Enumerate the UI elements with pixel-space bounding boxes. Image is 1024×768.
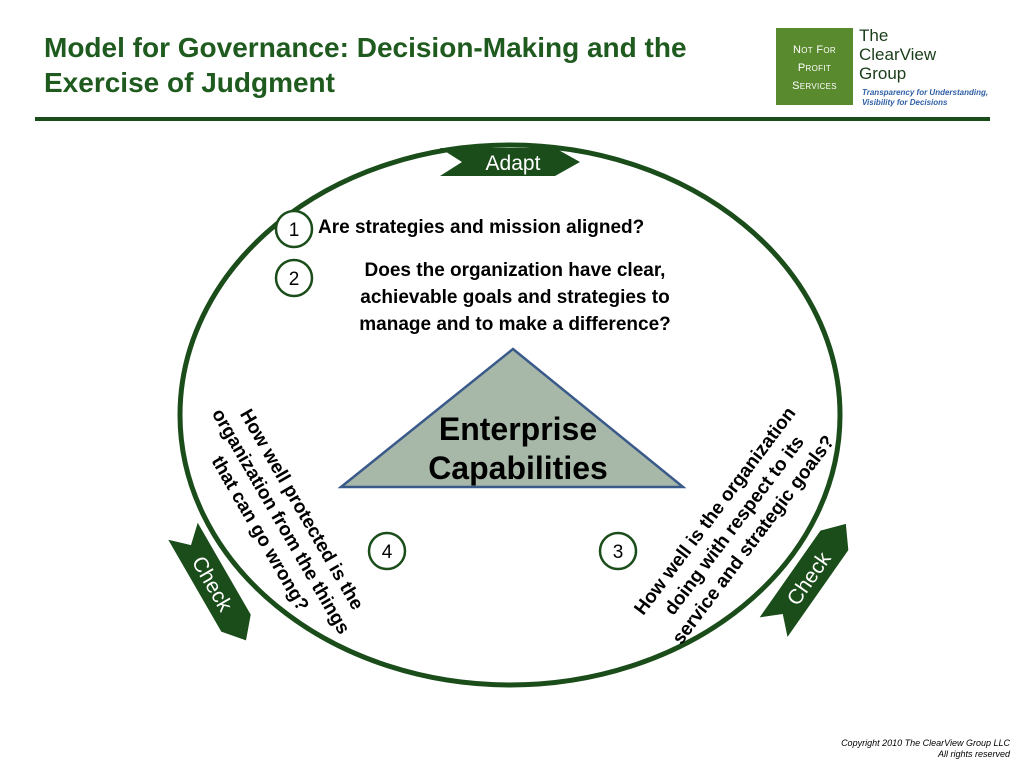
- adapt-arrow: Adapt: [440, 148, 580, 176]
- logo-name-line: The: [859, 26, 889, 45]
- logo-tagline: Transparency for Understanding, Visibili…: [862, 88, 1012, 108]
- cycle-ring: [177, 142, 843, 688]
- enterprise-capabilities-triangle: [337, 347, 687, 489]
- enterprise-capabilities-label: Enterprise Capabilities: [400, 410, 636, 488]
- tagline-line: Visibility for Decisions: [862, 98, 948, 107]
- number-badge-4: 4: [367, 531, 407, 571]
- logo-name-line: ClearView: [859, 45, 937, 64]
- question-2-text: Does the organization have clear, achiev…: [315, 257, 715, 338]
- number-badge-2: 2: [274, 258, 314, 298]
- question-2-line: Does the organization have clear,: [364, 260, 666, 281]
- number-badge-1: 1: [274, 209, 314, 249]
- copyright-line: All rights reserved: [937, 749, 1010, 759]
- center-line: Capabilities: [428, 450, 608, 486]
- question-1-text: Are strategies and mission aligned?: [318, 217, 645, 238]
- question-2-line: manage and to make a difference?: [359, 314, 671, 335]
- svg-text:2: 2: [289, 269, 300, 290]
- svg-text:4: 4: [382, 542, 393, 563]
- logo-company-name: The ClearView Group: [859, 26, 989, 83]
- svg-text:1: 1: [289, 220, 300, 241]
- logo-badge-line: Not For: [793, 44, 836, 56]
- copyright-line: Copyright 2010 The ClearView Group LLC: [841, 738, 1010, 748]
- number-badge-3: 3: [598, 531, 638, 571]
- check-left-arrow: Check: [168, 522, 251, 641]
- logo-badge: Not For Profit Services: [776, 28, 853, 105]
- logo-badge-line: Services: [792, 80, 837, 92]
- tagline-line: Transparency for Understanding,: [862, 88, 989, 97]
- adapt-label: Adapt: [486, 152, 541, 175]
- header-divider: [35, 117, 990, 121]
- svg-text:3: 3: [613, 542, 624, 563]
- copyright-notice: Copyright 2010 The ClearView Group LLC A…: [710, 738, 1010, 760]
- page-title: Model for Governance: Decision-Making an…: [44, 32, 687, 98]
- logo-name-line: Group: [859, 64, 907, 83]
- center-line: Enterprise: [438, 411, 598, 447]
- logo-badge-line: Profit: [797, 62, 832, 74]
- question-2-line: achievable goals and strategies to: [360, 287, 670, 308]
